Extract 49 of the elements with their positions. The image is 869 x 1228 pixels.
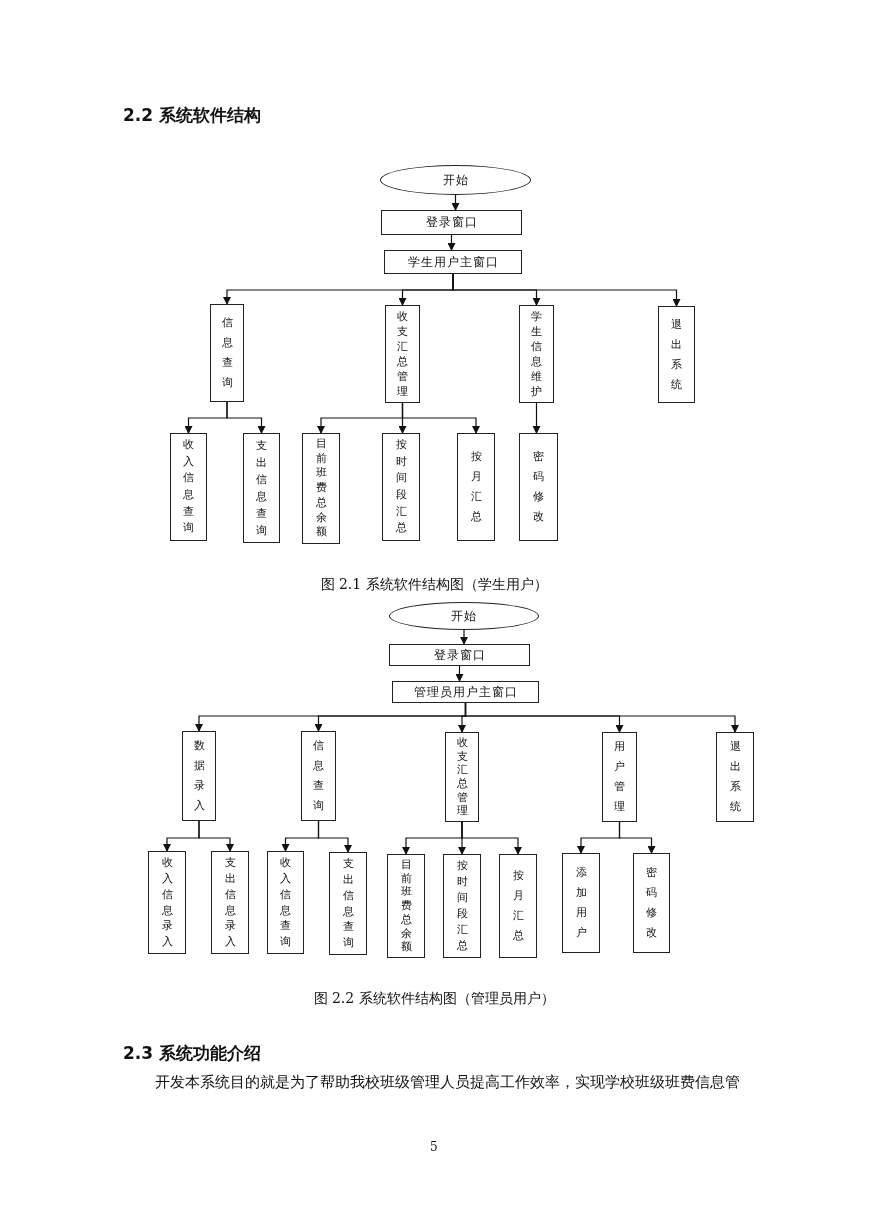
process-box: 密码修改 bbox=[633, 853, 670, 953]
process-box: 收入信息查询 bbox=[170, 433, 207, 541]
process-box: 按时间段汇总 bbox=[382, 433, 420, 541]
process-box: 退出系统 bbox=[658, 306, 695, 403]
arrow bbox=[532, 402, 541, 434]
start-ellipse: 开始 bbox=[389, 602, 539, 630]
process-box: 收入信息查询 bbox=[267, 851, 304, 954]
arrow bbox=[461, 821, 522, 855]
arrow bbox=[447, 234, 456, 251]
arrow bbox=[317, 820, 352, 853]
section-heading: 2.2 系统软件结构 bbox=[123, 104, 262, 127]
process-box: 支出信息录入 bbox=[211, 851, 249, 954]
process-box: 收入信息录入 bbox=[148, 851, 186, 954]
arrow bbox=[451, 194, 460, 211]
arrow bbox=[226, 401, 266, 434]
arrow bbox=[452, 273, 681, 307]
arrow bbox=[464, 702, 739, 733]
page-number: 5 bbox=[430, 1140, 438, 1154]
process-box: 数据录入 bbox=[182, 731, 216, 821]
process-box: 支出信息查询 bbox=[243, 433, 280, 543]
process-box: 按月汇总 bbox=[457, 433, 495, 541]
figure-caption: 图 2.2 系统软件结构图（管理员用户） bbox=[313, 990, 555, 1008]
section-heading: 2.3 系统功能介绍 bbox=[123, 1042, 262, 1065]
process-box: 学生用户主窗口 bbox=[384, 250, 522, 274]
start-ellipse: 开始 bbox=[380, 165, 531, 195]
process-box: 用户管理 bbox=[602, 732, 637, 822]
process-box: 收支汇总管理 bbox=[445, 732, 479, 822]
process-box: 收支汇总管理 bbox=[385, 305, 420, 403]
process-box: 密码修改 bbox=[519, 433, 558, 541]
process-box: 添加用户 bbox=[562, 853, 600, 953]
figure-caption: 图 2.1 系统软件结构图（学生用户） bbox=[320, 576, 548, 594]
process-box: 登录窗口 bbox=[381, 210, 522, 235]
arrow bbox=[460, 629, 468, 645]
process-box: 按月汇总 bbox=[499, 854, 537, 958]
process-box: 目前班费总余额 bbox=[387, 854, 425, 958]
process-box: 信息查询 bbox=[210, 304, 244, 402]
arrow bbox=[401, 402, 480, 434]
process-box: 信息查询 bbox=[301, 731, 336, 821]
arrow bbox=[618, 821, 656, 854]
process-box: 按时间段汇总 bbox=[443, 854, 481, 958]
process-box: 学生信息维护 bbox=[519, 305, 554, 403]
process-box: 目前班费总余额 bbox=[302, 433, 340, 544]
process-box: 退出系统 bbox=[716, 732, 754, 822]
arrow bbox=[455, 665, 464, 682]
body-paragraph: 开发本系统目的就是为了帮助我校班级管理人员提高工作效率，实现学校班级班费信息管 bbox=[155, 1073, 740, 1092]
process-box: 登录窗口 bbox=[389, 644, 530, 666]
process-box: 管理员用户主窗口 bbox=[392, 681, 539, 703]
arrow bbox=[198, 820, 234, 852]
process-box: 支出信息查询 bbox=[329, 852, 367, 955]
